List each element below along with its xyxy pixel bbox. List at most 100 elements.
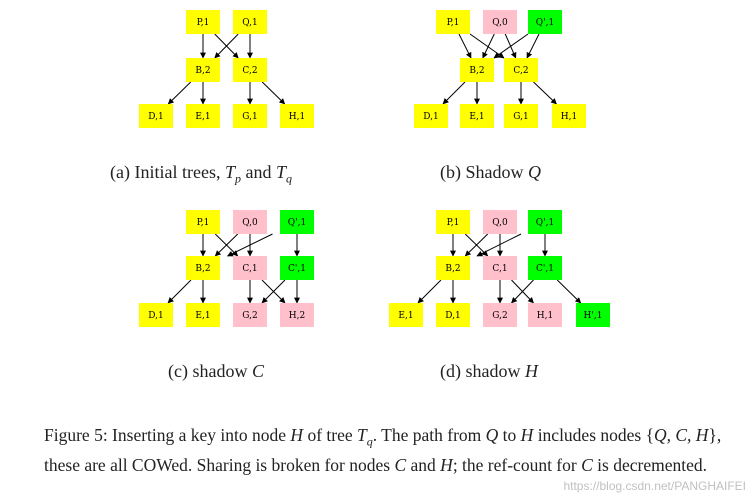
node-c-B: B,2	[186, 256, 220, 280]
node-box-b-Q	[483, 10, 517, 34]
node-label-c-C: C,1	[242, 264, 257, 274]
node-label-c-E: E,1	[195, 311, 210, 321]
edge-b-Q2-C	[526, 33, 540, 59]
node-label-a-C: C,2	[242, 66, 257, 76]
node-label-a-E: E,1	[195, 112, 210, 122]
node-b-H: H,1	[552, 104, 586, 128]
node-label-b-G: G,1	[513, 112, 528, 122]
node-box-d-C2	[528, 256, 562, 280]
node-label-d-D: D,1	[445, 311, 460, 321]
node-label-c-P: P,1	[197, 218, 210, 228]
node-box-c-P	[186, 210, 220, 234]
edge-a-Q-B	[214, 33, 239, 59]
node-label-a-G: G,1	[242, 112, 257, 122]
node-d-G: G,2	[483, 303, 517, 327]
edge-c-Q2-B	[226, 233, 273, 257]
node-box-b-C	[504, 58, 538, 82]
caption-d: (d) shadow H	[440, 361, 538, 381]
node-label-c-H: H,2	[289, 311, 305, 321]
node-d-C2: C',1	[528, 256, 562, 280]
node-box-c-H	[280, 303, 314, 327]
node-box-a-G	[233, 104, 267, 128]
node-c-Q2: Q',1	[280, 210, 314, 234]
edge-b-Q2-B	[493, 33, 529, 59]
node-box-b-D	[414, 104, 448, 128]
node-label-b-Q: Q,0	[492, 18, 508, 28]
node-d-E: E,1	[389, 303, 423, 327]
node-d-C: C,1	[483, 256, 517, 280]
node-b-G: G,1	[504, 104, 538, 128]
node-box-d-B	[436, 256, 470, 280]
node-c-C: C,1	[233, 256, 267, 280]
node-box-c-G	[233, 303, 267, 327]
caption-a: (a) Initial trees, Tp and Tq	[110, 162, 292, 186]
node-box-d-D	[436, 303, 470, 327]
node-box-d-Q	[483, 210, 517, 234]
node-box-d-C	[483, 256, 517, 280]
node-a-G: G,1	[233, 104, 267, 128]
node-box-d-Q2	[528, 210, 562, 234]
node-label-a-H: H,1	[289, 112, 305, 122]
node-box-b-E	[460, 104, 494, 128]
node-label-b-H: H,1	[561, 112, 577, 122]
edge-c-C2-G	[261, 279, 286, 304]
node-d-D: D,1	[436, 303, 470, 327]
node-d-Q: Q,0	[483, 210, 517, 234]
node-a-D: D,1	[139, 104, 173, 128]
node-label-d-B: B,2	[445, 264, 460, 274]
node-label-d-C2: C',1	[536, 264, 554, 274]
node-label-d-G: G,2	[492, 311, 507, 321]
edge-d-Q-B	[464, 233, 489, 257]
node-box-b-H	[552, 104, 586, 128]
node-b-C: C,2	[504, 58, 538, 82]
node-label-c-D: D,1	[148, 311, 163, 321]
node-d-H: H,1	[528, 303, 562, 327]
node-box-d-G	[483, 303, 517, 327]
watermark: https://blog.csdn.net/PANGHAIFEI	[563, 479, 746, 493]
node-label-b-B: B,2	[469, 66, 484, 76]
node-c-G: G,2	[233, 303, 267, 327]
node-box-a-H	[280, 104, 314, 128]
node-label-d-H: H,1	[537, 311, 553, 321]
node-a-P: P,1	[186, 10, 220, 34]
node-d-H2: H',1	[576, 303, 610, 327]
node-label-c-Q: Q,0	[242, 218, 258, 228]
node-box-a-D	[139, 104, 173, 128]
node-box-c-C	[233, 256, 267, 280]
node-box-a-P	[186, 10, 220, 34]
node-box-d-P	[436, 210, 470, 234]
node-box-b-G	[504, 104, 538, 128]
node-a-H: H,1	[280, 104, 314, 128]
edge-d-Q2-B	[476, 233, 522, 257]
node-box-a-E	[186, 104, 220, 128]
edge-b-Q-B	[482, 33, 495, 59]
node-box-c-C2	[280, 256, 314, 280]
node-box-a-B	[186, 58, 220, 82]
node-label-d-P: P,1	[447, 218, 460, 228]
node-b-Q: Q,0	[483, 10, 517, 34]
node-box-c-Q	[233, 210, 267, 234]
edge-c-B-D	[167, 279, 192, 304]
node-label-b-E: E,1	[469, 112, 484, 122]
node-a-C: C,2	[233, 58, 267, 82]
node-box-a-Q	[233, 10, 267, 34]
node-a-Q: Q,1	[233, 10, 267, 34]
node-label-b-Q2: Q',1	[536, 18, 554, 28]
node-a-E: E,1	[186, 104, 220, 128]
edge-a-C-H	[261, 81, 286, 105]
node-label-d-H2: H',1	[584, 311, 603, 321]
edge-d-C2-G	[511, 279, 534, 304]
caption-c: (c) shadow C	[168, 361, 264, 381]
figure-caption: Figure 5: Inserting a key into node H of…	[44, 425, 722, 475]
node-label-c-C2: C',1	[288, 264, 306, 274]
node-box-b-P	[436, 10, 470, 34]
node-box-b-Q2	[528, 10, 562, 34]
node-box-c-Q2	[280, 210, 314, 234]
node-label-a-B: B,2	[195, 66, 210, 76]
node-d-P: P,1	[436, 210, 470, 234]
node-d-Q2: Q',1	[528, 210, 562, 234]
node-box-c-B	[186, 256, 220, 280]
node-label-d-Q2: Q',1	[536, 218, 554, 228]
edge-d-B-E	[417, 279, 442, 304]
